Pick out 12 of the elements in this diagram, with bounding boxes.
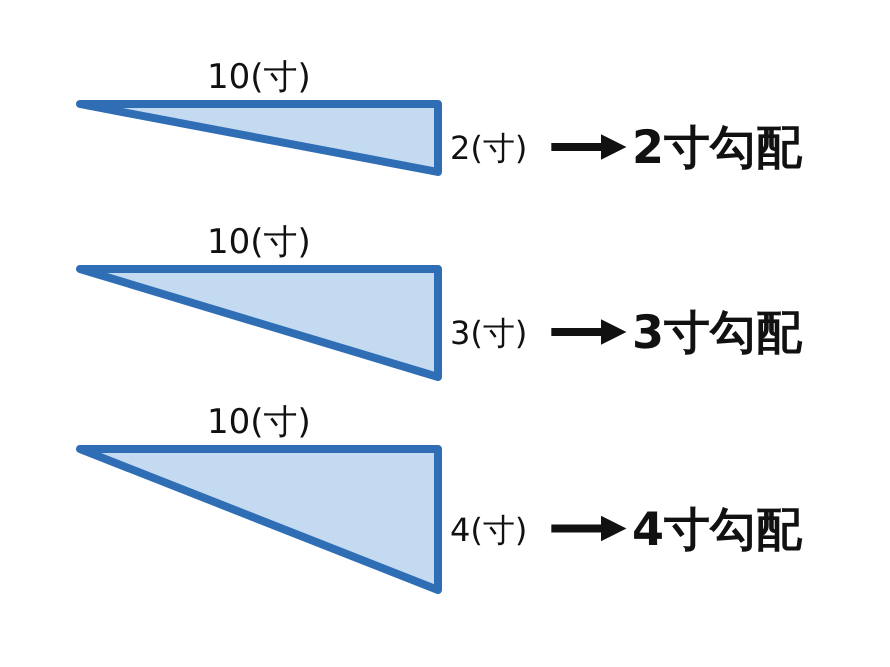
pitch-label: 4寸勾配 xyxy=(632,506,802,552)
dimension-label: 3(寸) xyxy=(450,317,528,349)
dimension-label: 10(寸) xyxy=(207,225,311,259)
arrow xyxy=(551,134,626,160)
pitch-label: 2寸勾配 xyxy=(632,124,802,170)
dimension-label: 10(寸) xyxy=(207,405,311,439)
dimension-label: 4(寸) xyxy=(450,514,528,546)
dimension-label: 10(寸) xyxy=(207,60,311,94)
arrow xyxy=(551,319,626,345)
pitch-label: 3寸勾配 xyxy=(632,309,802,355)
arrow xyxy=(551,516,626,542)
dimension-label: 2(寸) xyxy=(450,132,528,164)
